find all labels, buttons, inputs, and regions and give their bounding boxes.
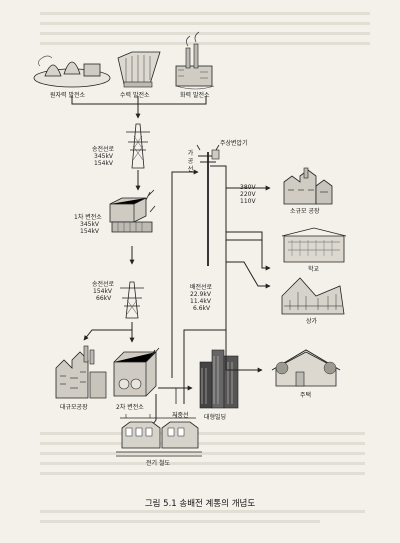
background-text-band	[40, 22, 370, 25]
pole-transformer-icon	[196, 144, 220, 266]
transmission-line-1-v1: 345kV	[94, 153, 114, 160]
shop-label: 상가	[306, 318, 318, 325]
substation-1-title: 1차 변전소	[74, 214, 102, 221]
thermal-plant-icon	[175, 31, 215, 90]
hydro-plant-label: 수력 발전소	[120, 92, 150, 99]
background-text-band	[40, 32, 370, 35]
background-text-band	[40, 432, 365, 435]
house-icon	[271, 349, 341, 387]
low-voltage-v1: 380V	[240, 184, 256, 191]
transmission-line-2-v1: 154kV	[93, 288, 113, 295]
background-text-band	[40, 452, 365, 455]
substation-1-v1: 345kV	[80, 221, 100, 228]
small-factory-label: 소규모 공장	[290, 208, 320, 215]
large-factory-label: 대규모공장	[60, 404, 88, 411]
thermal-plant-label: 화력 발전소	[180, 92, 210, 99]
distribution-line-v3: 6.6kV	[193, 305, 211, 312]
distribution-line-title: 배전선로	[190, 284, 213, 291]
substation-1-icon	[109, 189, 156, 233]
electric-train-icon	[116, 414, 202, 457]
large-factory-icon	[55, 345, 107, 399]
hydro-plant-icon	[117, 51, 161, 88]
substation-1-v2: 154kV	[80, 228, 100, 235]
background-text-band	[40, 472, 365, 475]
distribution-line-v2: 11.4kV	[190, 298, 211, 305]
small-factory-icon	[283, 167, 333, 205]
underground-line-label: 지중선	[172, 412, 189, 419]
transmission-line-1-v2: 154kV	[94, 160, 114, 167]
nuclear-plant-label: 원자력 발전소	[50, 92, 86, 99]
background-text-band	[40, 462, 365, 465]
background-text-band	[40, 510, 365, 513]
background-text-band	[40, 442, 365, 445]
house-label: 주택	[300, 392, 312, 399]
figure-caption: 그림 5.1 송배전 계통의 개념도	[144, 499, 256, 509]
low-voltage-v2: 220V	[240, 191, 256, 198]
pole-transformer-label: 주상변압기	[220, 140, 248, 147]
overhead-line-label: 가공선	[187, 150, 194, 173]
low-voltage-v3: 110V	[240, 198, 256, 205]
school-icon	[281, 227, 347, 263]
transmission-line-2-v2: 66kV	[96, 295, 112, 302]
transmission-tower-1-icon	[126, 123, 150, 169]
background-text-band	[40, 42, 370, 45]
shopping-center-icon	[281, 277, 345, 315]
distribution-line-v1: 22.9kV	[190, 291, 211, 298]
school-label: 학교	[308, 266, 320, 273]
railway-label: 전기 철도	[146, 460, 170, 467]
background-text-band	[40, 12, 370, 15]
substation-2-label: 2차 변전소	[116, 404, 144, 411]
transmission-tower-2-icon	[120, 281, 144, 319]
substation-2-icon	[113, 347, 160, 397]
background-text-band	[40, 520, 320, 523]
large-building-icon	[199, 349, 239, 409]
transmission-line-1-title: 송전선로	[92, 146, 115, 153]
nuclear-plant-icon	[33, 55, 111, 88]
building-label: 대형빌딩	[204, 414, 227, 421]
transmission-line-2-title: 송전선로	[92, 281, 115, 288]
